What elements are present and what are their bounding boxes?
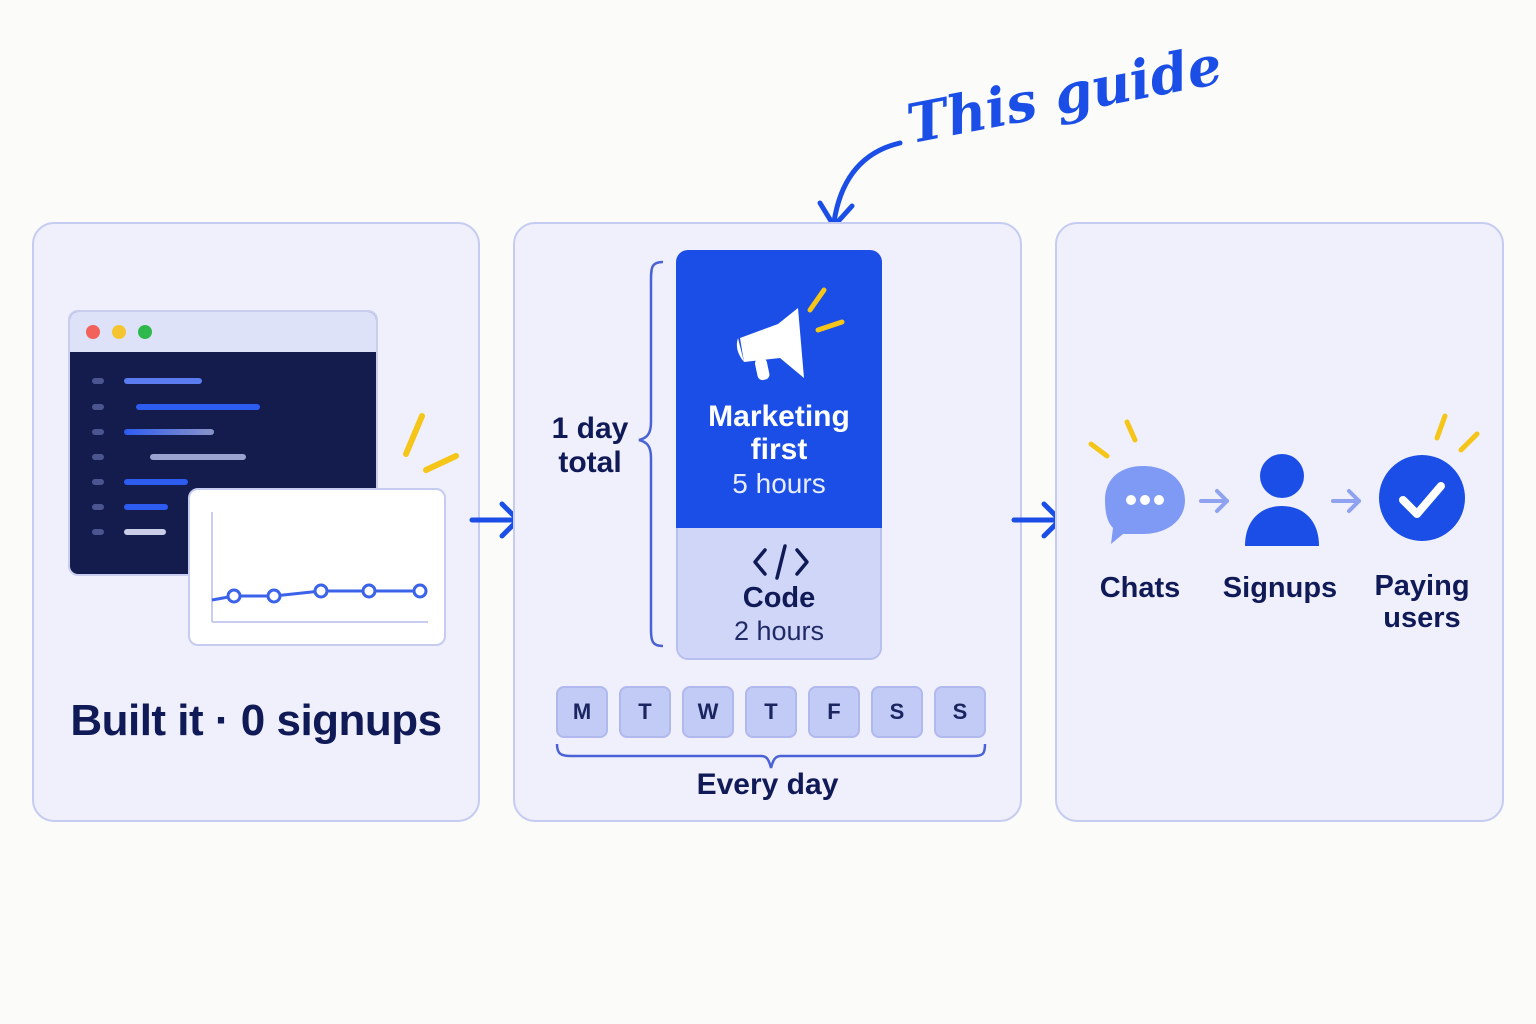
- user-icon: [1245, 454, 1319, 546]
- small-arrow-icon: [1199, 489, 1229, 513]
- stage-label-line: Chats: [1099, 572, 1181, 604]
- chat-bubble-icon: [1105, 466, 1185, 544]
- day-chip-friday: F: [808, 686, 860, 738]
- small-arrow-icon: [1331, 489, 1361, 513]
- day-chip-saturday: S: [871, 686, 923, 738]
- code-line: [124, 429, 214, 435]
- close-dot-icon: [86, 325, 100, 339]
- marketing-block: Marketing first 5 hours: [676, 250, 882, 528]
- gutter-mark: [92, 529, 104, 535]
- gutter-mark: [92, 454, 104, 460]
- code-line: [136, 404, 260, 410]
- code-icon: [753, 544, 809, 580]
- marketing-title-line-1: Marketing: [708, 400, 850, 433]
- day-chip-monday: M: [556, 686, 608, 738]
- sparkle-icon: [1434, 413, 1480, 453]
- total-time-label: 1 day total: [535, 412, 645, 480]
- stage-label-line: users: [1383, 602, 1461, 634]
- week-brace-icon: [555, 743, 987, 769]
- stage-label-line: Paying: [1374, 570, 1470, 602]
- day-chip-tuesday: T: [619, 686, 671, 738]
- marketing-title: Marketing first: [676, 400, 882, 466]
- this-guide-annotation: This guide: [901, 32, 1227, 156]
- maximize-dot-icon: [138, 325, 152, 339]
- code-line: [124, 504, 168, 510]
- code-block: Code 2 hours: [676, 528, 882, 660]
- code-hours: 2 hours: [733, 616, 825, 646]
- code-line: [124, 378, 202, 384]
- sparkle-icon: [1088, 419, 1138, 459]
- gutter-mark: [92, 378, 104, 384]
- code-line: [124, 479, 188, 485]
- day-chip-thursday: T: [745, 686, 797, 738]
- megaphone-icon: [736, 287, 845, 381]
- check-circle-icon: [1379, 455, 1465, 541]
- sparkle-icon: [403, 413, 459, 473]
- every-day-caption: Every day: [696, 768, 839, 801]
- day-chip-wednesday: W: [682, 686, 734, 738]
- gutter-mark: [92, 504, 104, 510]
- daily-schedule-panel: 1 day total Marketing first 5 hours Code…: [513, 222, 1022, 822]
- gutter-mark: [92, 429, 104, 435]
- flat-line-chart-icon: [211, 512, 428, 623]
- gutter-mark: [92, 479, 104, 485]
- built-it-caption: Built it · 0 signups: [70, 696, 442, 745]
- total-line-1: 1 day: [551, 412, 629, 445]
- code-line: [124, 529, 166, 535]
- day-chip-sunday: S: [934, 686, 986, 738]
- total-brace-icon: [638, 260, 664, 648]
- total-line-2: total: [558, 446, 622, 479]
- editor-title-bar: [70, 312, 376, 352]
- gutter-mark: [92, 404, 104, 410]
- marketing-hours: 5 hours: [732, 468, 826, 499]
- marketing-title-line-2: first: [750, 433, 808, 466]
- flat-analytics-card: [188, 488, 446, 646]
- stage-label-line: Signups: [1222, 572, 1338, 604]
- stage-label-signups: Signups: [1215, 572, 1345, 604]
- code-title: Code: [742, 582, 816, 614]
- stage-label-paying-users: Paying users: [1357, 570, 1487, 634]
- stage-label-chats: Chats: [1075, 572, 1205, 604]
- results-panel: Chats Signups Paying users: [1055, 222, 1504, 822]
- minimize-dot-icon: [112, 325, 126, 339]
- code-line: [150, 454, 246, 460]
- built-it-panel: Built it · 0 signups: [32, 222, 480, 822]
